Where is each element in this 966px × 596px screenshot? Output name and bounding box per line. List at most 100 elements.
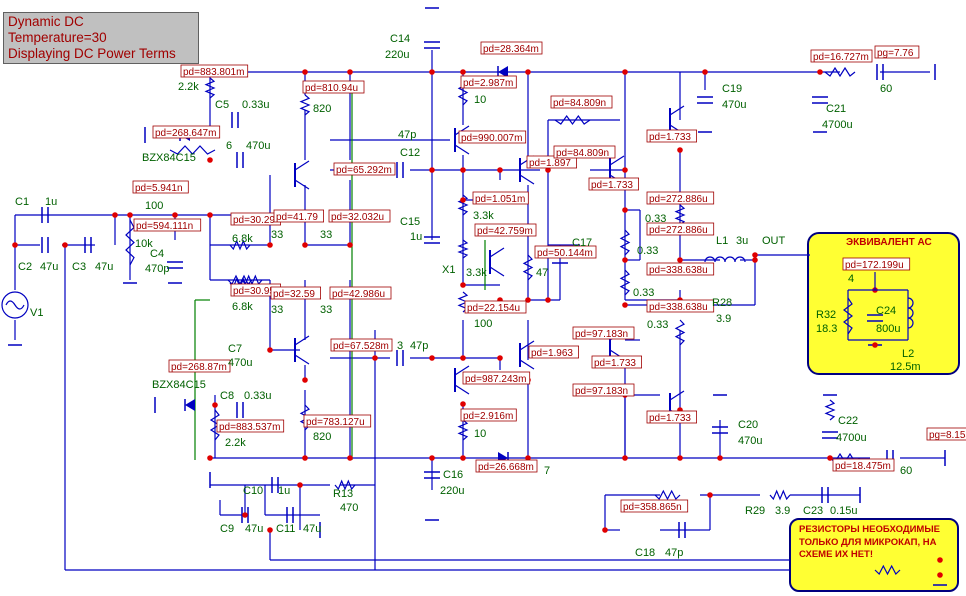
node-dot [622,257,628,263]
pd-label: pd=26.668m [478,462,534,473]
pd-label-box [620,499,689,513]
component-label: L1 [716,235,728,247]
component-label: 6.8k [232,301,253,313]
component-label: R28 [712,297,732,309]
pd-label-box [472,191,529,205]
component-label: 0.33u [244,390,272,402]
pd-label-box [591,355,642,369]
pd-label: pd=338.638u [649,265,708,276]
output-net-label: OUT [762,235,786,247]
pd-label: pd=883.537m [219,422,280,433]
component-label: 3.9 [775,505,790,517]
transistor [609,155,625,166]
speaker-inductor [907,297,914,329]
voltage-source [1,291,29,319]
green-wires-layer [194,90,486,460]
component-label: C2 [18,261,32,273]
component-label: 3 [397,340,403,352]
pd-label: pd=84.809n [553,98,606,109]
pd-label: pd=338.638u [649,302,708,313]
resistor [619,269,631,296]
node-dot [429,455,435,461]
node-dot [622,207,628,213]
node-dot [677,455,683,461]
pd-label-box [168,359,231,373]
pd-label: pd=1.733 [649,132,691,143]
node-dot [62,242,68,248]
component-label: 0.33 [647,319,668,331]
display-mode-text: Displaying DC Power Terms [8,46,176,61]
nodes-layer [12,69,943,578]
node-dot [242,512,248,518]
component-label: 10 [474,428,486,440]
speaker-pd-label: pd=172.199u [845,260,904,271]
component-label: 100 [474,318,492,330]
component-label: 47 [536,267,548,279]
node-dot [817,69,823,75]
component-label: 470 [340,502,358,514]
resistor [554,114,591,126]
pd-label-box [329,286,392,300]
pd-label-box [302,80,365,94]
pd-label-box [458,130,527,144]
node-dot [297,482,303,488]
pd-label: pd=810.94u [305,83,358,94]
pd-label: pd=28.364m [483,44,539,55]
microcap-note-box[interactable]: РЕЗИСТОРЫ НЕОБХОДИМЫЕ ТОЛЬКО ДЛЯ МИКРОКА… [789,518,959,592]
resistor [457,194,469,216]
node-dot [622,167,628,173]
temperature-text: Temperature=30 [8,30,107,45]
pd-label-box [480,41,543,55]
node-dot [12,242,18,248]
node-dot [207,455,213,461]
component-label: 470u [246,140,270,152]
node-dot [752,257,758,263]
node-dot [460,69,466,75]
speaker-resistor [843,297,853,335]
component-label: BZX84C15 [142,152,196,164]
resistor [204,77,216,99]
voltage-source [5,300,25,310]
component-label: 100 [145,200,163,212]
microcap-note-text: РЕЗИСТОРЫ НЕОБХОДИМЫЕ ТОЛЬКО ДЛЯ МИКРОКА… [799,524,940,560]
analysis-mode-text: Dynamic DC [8,14,84,29]
pd-label: pd=67.528m [333,341,389,352]
component-label: C10 [243,485,263,497]
inductor [704,256,746,263]
speaker-equivalent-block[interactable] [807,232,960,375]
symbols-layer [1,7,947,586]
transistor [489,266,505,277]
pd-label-box [646,191,715,205]
component-label: 220u [385,49,409,61]
pd-label: pd=1.733 [591,180,633,191]
pd-label-box [273,209,324,223]
diode [498,66,508,78]
speaker-r32-value: 18.3 [816,323,837,335]
component-label: C11 [276,523,295,535]
pd-label: pd=783.127u [306,417,365,428]
component-label: C22 [838,415,858,427]
component-label: C21 [826,103,846,115]
pd-label-box [152,125,221,139]
pd-label-box [464,300,527,314]
component-label: 0.15u [830,505,858,517]
node-dot [702,69,708,75]
pd-label-box [270,286,321,300]
speaker-r32-name: R32 [816,309,836,321]
node-dot [302,69,308,75]
resistor [874,564,901,576]
transistor [294,335,310,346]
pd-label: pd=1.963 [531,348,573,359]
node-dot [622,69,628,75]
node-dot [872,342,878,348]
speaker-c24-value: 800u [876,323,900,335]
component-label: 60 [900,465,912,477]
component-label: 0.33 [637,245,658,257]
pd-label: pd=65.292m [336,165,392,176]
resistor [619,229,631,256]
pd-label: pd=30.29 [233,215,275,226]
pd-label: pd=1.733 [594,358,636,369]
pd-label-box [474,223,537,237]
component-label: C9 [220,523,234,535]
